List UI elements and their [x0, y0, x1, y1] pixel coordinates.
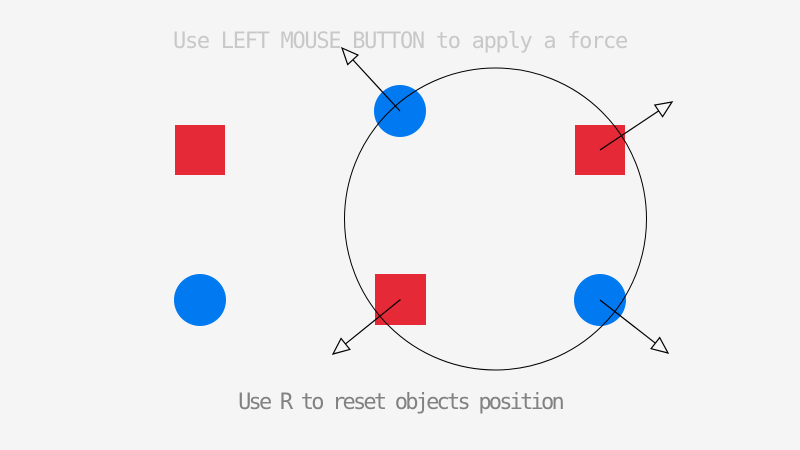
force-arrow-head-circle-bottom-right	[650, 336, 670, 354]
instruction-reset: Use R to reset objects position	[238, 390, 565, 415]
instruction-apply-force: Use LEFT MOUSE BUTTON to apply a force	[173, 29, 628, 54]
force-arrow-line-square-right	[599, 110, 660, 151]
force-field-circle	[344, 67, 647, 371]
force-arrow-head-circle-top	[340, 46, 360, 66]
physics-object-circle-bottom-left[interactable]	[174, 274, 226, 326]
force-arrow-head-square-right	[653, 101, 674, 118]
physics-object-square-left[interactable]	[175, 125, 225, 175]
force-arrow-head-square-bottom-center	[331, 337, 351, 355]
force-arrow-line-circle-top	[352, 59, 401, 112]
force-arrow-line-square-bottom-center	[345, 299, 401, 345]
force-arrow-line-circle-bottom-right	[599, 299, 656, 344]
